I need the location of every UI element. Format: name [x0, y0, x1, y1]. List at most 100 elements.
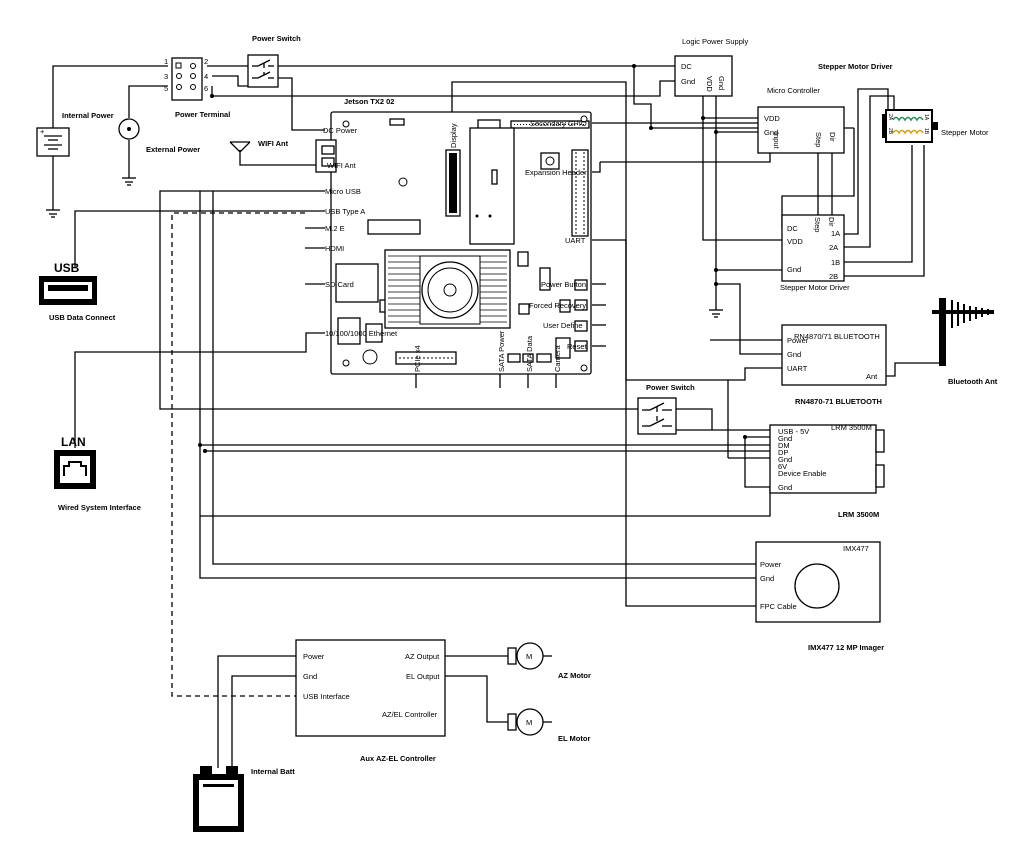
bt-ant: Ant	[866, 372, 878, 381]
lens-icon	[794, 563, 840, 609]
port-display: Display	[449, 123, 458, 148]
jetson-board: Jetson TX2 02	[315, 97, 592, 375]
stepper-pin-2a: 2A	[887, 114, 893, 121]
mcu-input: Input	[772, 132, 781, 150]
port-reset: Reset	[567, 342, 588, 351]
smd-2b: 2B	[829, 272, 838, 281]
lrm-pin-dm: DM	[778, 441, 790, 450]
imx-title: IMX477	[843, 544, 869, 553]
power-terminal: 1 2 3 4 5 6 Power Terminal	[164, 57, 230, 119]
aux-usb: USB Interface	[303, 692, 350, 701]
port-sata-data: SATA Data	[525, 335, 534, 372]
power-switch-top-label: Power Switch	[252, 34, 301, 43]
stepper-motor-label: Stepper Motor	[941, 128, 989, 137]
wifi-ant-label: WIFI Ant	[258, 139, 289, 148]
terminal-pin-6: 6	[204, 84, 208, 93]
usb-data-connect: USB USB Data Connect	[39, 261, 116, 322]
port-micro-usb: Micro USB	[325, 187, 361, 196]
lrm-pin-gnd2: Gnd	[778, 455, 792, 464]
aux-power: Power	[303, 652, 325, 661]
internal-power-battery: + Internal Power	[36, 111, 114, 157]
power-switch-top: Power Switch	[247, 34, 301, 88]
terminal-pin-3: 3	[164, 72, 168, 81]
el-motor: M EL Motor	[507, 708, 590, 743]
terminal-pin-1: 1	[164, 57, 168, 66]
mcu-gnd: Gnd	[764, 128, 778, 137]
lrm-pin-gnd1: Gnd	[778, 434, 792, 443]
port-m2-e: M.2 E	[325, 224, 345, 233]
junction-dots	[198, 64, 747, 453]
lrm-pin-6v: 6V	[778, 462, 787, 471]
port-forced-recovery: Forced Recovery	[529, 301, 586, 310]
wifi-ant: WIFI Ant	[229, 139, 289, 153]
port-power-button: Power Button	[541, 280, 586, 289]
bt-gnd: Gnd	[787, 350, 801, 359]
power-switch-mid: Power Switch	[637, 383, 695, 435]
power-terminal-label: Power Terminal	[175, 110, 230, 119]
lrm-pin-dp: DP	[778, 448, 788, 457]
port-secondary-gpio: Secondary GPIO	[530, 119, 587, 128]
wired-system-interface-label: Wired System Interface	[58, 503, 141, 512]
el-motor-symbol: M	[526, 718, 532, 727]
aux-az-output: AZ Output	[405, 652, 440, 661]
lan-icon-text: LAN	[61, 435, 86, 449]
lps-vdd: VDD	[705, 76, 714, 92]
stepper-motor: 2A 1A 2B 1B Stepper Motor	[882, 109, 989, 143]
smd-vdd: VDD	[787, 237, 803, 246]
power-switch-mid-label: Power Switch	[646, 383, 695, 392]
logic-power-supply-label: Logic Power Supply	[682, 37, 749, 46]
bluetooth-ant-label: Bluetooth Ant	[948, 377, 998, 386]
port-hdmi: HDMI	[325, 244, 344, 253]
lrm-title: LRM 3500M	[831, 423, 872, 432]
lrm-pin-device-enable: Device Enable	[778, 469, 826, 478]
bluetooth-module: RN4870/71 BLUETOOTH Power Gnd UART Ant R…	[781, 324, 887, 406]
terminal-pin-2: 2	[204, 57, 208, 66]
mcu-vdd: VDD	[764, 114, 780, 123]
smd-1b: 1B	[831, 258, 840, 267]
el-motor-label: EL Motor	[558, 734, 590, 743]
port-dc-power: DC Power	[323, 126, 358, 135]
aux-inner-title: AZ/EL Controller	[382, 710, 438, 719]
port-sd-card: SD Card	[325, 280, 354, 289]
jetson-ports-left: DC Power WIFI Ant Micro USB USB Type A M…	[323, 126, 398, 338]
jetson-title: Jetson TX2 02	[344, 97, 394, 106]
internal-power-label: Internal Power	[62, 111, 114, 120]
stepper-driver-title: Stepper Motor Driver	[818, 62, 893, 71]
port-ethernet: 10/100/1000 Ethernet	[325, 329, 398, 338]
smd-step: Step	[813, 217, 822, 232]
az-motor-symbol: M	[526, 652, 532, 661]
lps-gnd: Gnd	[681, 77, 695, 86]
internal-batt-label: Internal Batt	[251, 767, 295, 776]
lps-dc: DC	[681, 62, 692, 71]
mcu-step: Step	[814, 132, 823, 147]
port-sata-power: SATA Power	[497, 330, 506, 372]
port-user-define: User Define	[543, 321, 583, 330]
lrm-pin-gnd3: Gnd	[778, 483, 792, 492]
port-expansion-header: Expansion Header	[525, 168, 587, 177]
stepper-pin-1a: 1A	[923, 114, 929, 121]
imx-fpc: FPC Cable	[760, 602, 797, 611]
mcu-dir: Dir	[828, 132, 837, 142]
bt-power: Power	[787, 336, 809, 345]
lrm-caption: LRM 3500M	[838, 510, 879, 519]
port-camera: Camera	[553, 344, 562, 372]
bluetooth-antenna: Bluetooth Ant	[932, 298, 998, 386]
lps-gnd2: Gnd	[717, 76, 726, 90]
stepper-driver-caption: Stepper Motor Driver	[780, 283, 850, 292]
port-usb-type-a: USB Type A	[325, 207, 365, 216]
bt-title: RN4870/71 BLUETOOTH	[794, 332, 880, 341]
external-power-label: External Power	[146, 145, 200, 154]
jetson-ports-vertical: Display PCIe x4 SATA Power SATA Data Cam…	[413, 123, 562, 372]
port-uart: UART	[565, 236, 586, 245]
aux-az-el-controller: Power Gnd USB Interface AZ Output EL Out…	[295, 639, 446, 763]
imx477-imager: IMX477 Power Gnd FPC Cable IMX477 12 MP …	[755, 541, 884, 652]
smd-dc: DC	[787, 224, 798, 233]
smd-1a: 1A	[831, 229, 840, 238]
logic-power-supply: Logic Power Supply DC Gnd VDD Gnd	[674, 37, 749, 97]
lrm-pin-usb5v: USB - 5V	[778, 427, 809, 436]
stepper-pin-2b: 2B	[887, 128, 893, 135]
az-motor-label: AZ Motor	[558, 671, 591, 680]
bluetooth-caption: RN4870-71 BLUETOOTH	[795, 397, 882, 406]
smd-dir: Dir	[827, 217, 836, 227]
